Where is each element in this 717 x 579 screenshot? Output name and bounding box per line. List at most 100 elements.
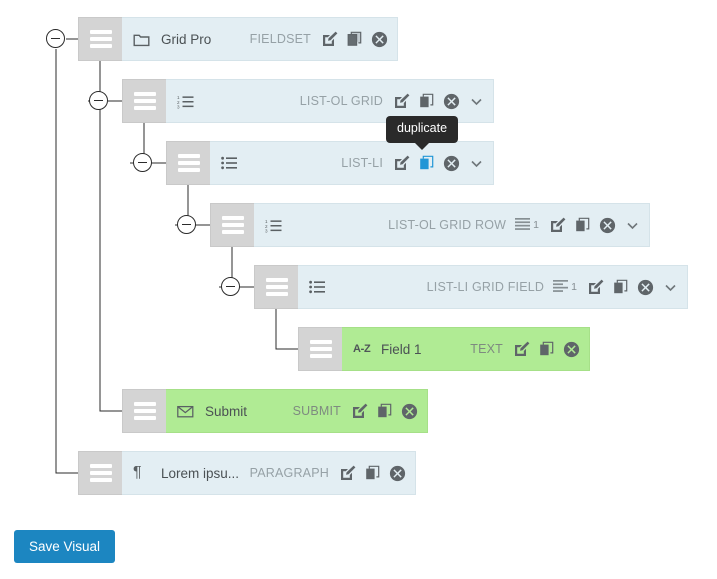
ordered-list-icon: 1 2 3	[265, 218, 287, 233]
drag-handle-list-li[interactable]	[166, 141, 210, 185]
node-title-paragraph: Lorem ipsu...	[161, 465, 240, 481]
node-title-text-field-1: Field 1	[381, 341, 422, 357]
node-body-list-ol-grid-row[interactable]: 1 2 3 LIST-OL GRID ROW	[254, 203, 650, 247]
delete-icon[interactable]	[637, 279, 654, 296]
collapse-toggle-fieldset[interactable]	[46, 29, 65, 48]
collapse-toggle-list-li-grid-field[interactable]	[221, 277, 240, 296]
chevron-down-icon[interactable]	[468, 93, 484, 109]
node-body-text-field-1[interactable]: A-Z Field 1 TEXT	[342, 327, 590, 371]
node-tag-list-ol-grid-row: LIST-OL GRID ROW	[388, 218, 507, 232]
delete-icon[interactable]	[563, 341, 580, 358]
svg-text:2: 2	[265, 224, 268, 229]
duplicate-icon[interactable]	[538, 341, 555, 358]
drag-bars-icon	[133, 399, 156, 423]
edit-icon[interactable]	[351, 403, 368, 420]
svg-text:2: 2	[177, 100, 180, 105]
delete-icon[interactable]	[371, 31, 388, 48]
duplicate-icon[interactable]	[418, 93, 435, 110]
drag-handle-fieldset[interactable]	[78, 17, 122, 61]
tree-node-text-field-1[interactable]: A-Z Field 1 TEXT	[298, 327, 590, 371]
svg-text:3: 3	[177, 104, 180, 108]
unordered-list-icon	[221, 156, 243, 170]
tree-node-fieldset[interactable]: Grid Pro FIELDSET	[78, 17, 398, 61]
node-title-submit: Submit	[205, 403, 248, 419]
node-tag-fieldset: FIELDSET	[249, 32, 311, 46]
az-sort-icon: A-Z	[353, 343, 371, 355]
tree-node-paragraph[interactable]: ¶ Lorem ipsu... PARAGRAPH	[78, 451, 416, 495]
node-actions-fieldset	[321, 31, 388, 48]
drag-bars-icon	[89, 27, 112, 51]
node-body-list-li[interactable]: LIST-LI	[210, 141, 494, 185]
chevron-down-icon[interactable]	[624, 217, 640, 233]
svg-text:1: 1	[177, 95, 180, 100]
node-body-paragraph[interactable]: ¶ Lorem ipsu... PARAGRAPH	[122, 451, 416, 495]
node-actions-list-ol-grid	[393, 93, 460, 110]
drag-handle-list-li-grid-field[interactable]	[254, 265, 298, 309]
row-count-group: 1	[515, 217, 539, 234]
node-actions-submit	[351, 403, 418, 420]
drag-bars-icon	[177, 151, 200, 175]
svg-text:1: 1	[265, 219, 268, 224]
drag-bars-icon	[309, 337, 332, 361]
node-body-submit[interactable]: Submit SUBMIT	[166, 389, 428, 433]
svg-text:3: 3	[265, 228, 268, 232]
node-tag-text-field-1: TEXT	[470, 342, 503, 356]
envelope-icon	[177, 405, 199, 418]
drag-handle-submit[interactable]	[122, 389, 166, 433]
node-tag-list-ol-grid: LIST-OL GRID	[299, 94, 383, 108]
duplicate-icon[interactable]	[364, 465, 381, 482]
tree-node-submit[interactable]: Submit SUBMIT	[122, 389, 428, 433]
duplicate-icon[interactable]	[612, 279, 629, 296]
ordered-list-icon: 1 2 3	[177, 94, 199, 109]
field-count-group: 1	[553, 279, 577, 296]
duplicate-icon[interactable]	[346, 31, 363, 48]
delete-icon[interactable]	[443, 155, 460, 172]
duplicate-icon[interactable]	[574, 217, 591, 234]
chevron-down-icon[interactable]	[662, 279, 678, 295]
node-tag-list-li-grid-field: LIST-LI GRID FIELD	[426, 280, 545, 294]
drag-handle-list-ol-grid[interactable]	[122, 79, 166, 123]
node-body-list-li-grid-field[interactable]: LIST-LI GRID FIELD 1	[298, 265, 688, 309]
collapse-toggle-list-ol-grid-row[interactable]	[177, 215, 196, 234]
tree-node-list-ol-grid[interactable]: 1 2 3 LIST-OL GRID	[122, 79, 494, 123]
edit-icon[interactable]	[549, 217, 566, 234]
node-actions-list-ol-grid-row	[549, 217, 616, 234]
duplicate-icon-list-li[interactable]	[418, 155, 435, 172]
edit-icon[interactable]	[513, 341, 530, 358]
node-tag-submit: SUBMIT	[292, 404, 341, 418]
drag-bars-icon	[133, 89, 156, 113]
edit-icon[interactable]	[393, 155, 410, 172]
node-tag-paragraph: PARAGRAPH	[249, 466, 329, 480]
tree-node-list-li[interactable]: LIST-LI	[166, 141, 494, 185]
delete-icon[interactable]	[389, 465, 406, 482]
save-visual-button[interactable]: Save Visual	[14, 530, 116, 563]
drag-handle-paragraph[interactable]	[78, 451, 122, 495]
drag-bars-icon	[265, 275, 288, 299]
node-title-fieldset: Grid Pro	[161, 31, 212, 47]
folder-icon	[133, 32, 155, 47]
node-body-list-ol-grid[interactable]: 1 2 3 LIST-OL GRID	[166, 79, 494, 123]
delete-icon[interactable]	[599, 217, 616, 234]
unordered-list-icon	[309, 280, 331, 294]
collapse-toggle-list-ol-grid[interactable]	[89, 91, 108, 110]
edit-icon[interactable]	[393, 93, 410, 110]
tree-node-list-ol-grid-row[interactable]: 1 2 3 LIST-OL GRID ROW	[210, 203, 650, 247]
row-count-value: 1	[533, 218, 539, 231]
drag-handle-text-field-1[interactable]	[298, 327, 342, 371]
field-count-value: 1	[571, 280, 577, 293]
chevron-down-icon[interactable]	[468, 155, 484, 171]
duplicate-icon[interactable]	[376, 403, 393, 420]
tree-node-list-li-grid-field[interactable]: LIST-LI GRID FIELD 1	[254, 265, 688, 309]
collapse-toggle-list-li[interactable]	[133, 153, 152, 172]
drag-handle-list-ol-grid-row[interactable]	[210, 203, 254, 247]
delete-icon[interactable]	[443, 93, 460, 110]
edit-icon[interactable]	[587, 279, 604, 296]
edit-icon[interactable]	[339, 465, 356, 482]
node-tag-list-li: LIST-LI	[341, 156, 383, 170]
tooltip-duplicate: duplicate	[386, 116, 459, 150]
node-body-fieldset[interactable]: Grid Pro FIELDSET	[122, 17, 398, 61]
edit-icon[interactable]	[321, 31, 338, 48]
delete-icon[interactable]	[401, 403, 418, 420]
justify-lines-icon	[515, 217, 531, 234]
